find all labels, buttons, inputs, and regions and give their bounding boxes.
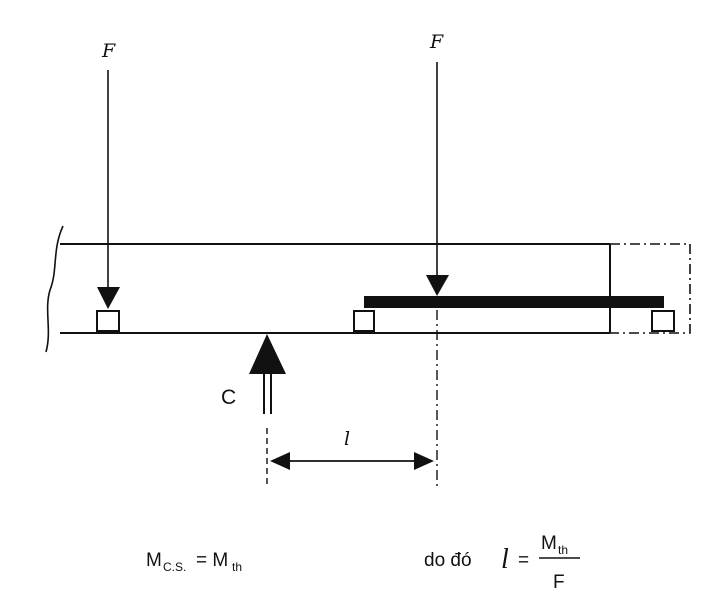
- formula-right-numerator-subscript: th: [558, 543, 568, 557]
- force-right-label: F: [429, 31, 444, 53]
- formula-left-subscript: C.S.: [163, 560, 186, 574]
- formula-right: do đó l = M th F: [424, 533, 580, 593]
- force-left-arrowhead: [97, 287, 120, 309]
- beam-extension-outline: [610, 243, 691, 334]
- beam-break-line: [45, 225, 64, 353]
- formula-right-prefix: do đó: [424, 550, 472, 571]
- plate-right-support-block: [651, 310, 675, 332]
- formula-right-variable: l: [501, 544, 509, 575]
- formula-left: M C.S. = M th: [146, 550, 242, 574]
- dimension-arrowhead-left: [270, 452, 290, 470]
- formula-right-equals: =: [518, 550, 529, 571]
- formula-right-denominator: F: [553, 572, 565, 593]
- force-right-arrowhead: [426, 275, 449, 296]
- formula-left-rhs-subscript: th: [232, 560, 242, 574]
- reaction-label: C: [221, 386, 236, 409]
- left-support-block: [96, 310, 120, 332]
- force-left-label: F: [101, 40, 116, 62]
- formula-right-numerator: M: [541, 533, 557, 554]
- formula-left-rhs: = M: [196, 550, 228, 571]
- dimension-label: l: [344, 428, 350, 450]
- plate-left-support-block: [353, 310, 375, 332]
- formula-left-m: M: [146, 550, 162, 571]
- dimension-arrowhead-right: [414, 452, 434, 470]
- reaction-arrowhead: [249, 334, 286, 374]
- plate-bar: [364, 296, 664, 308]
